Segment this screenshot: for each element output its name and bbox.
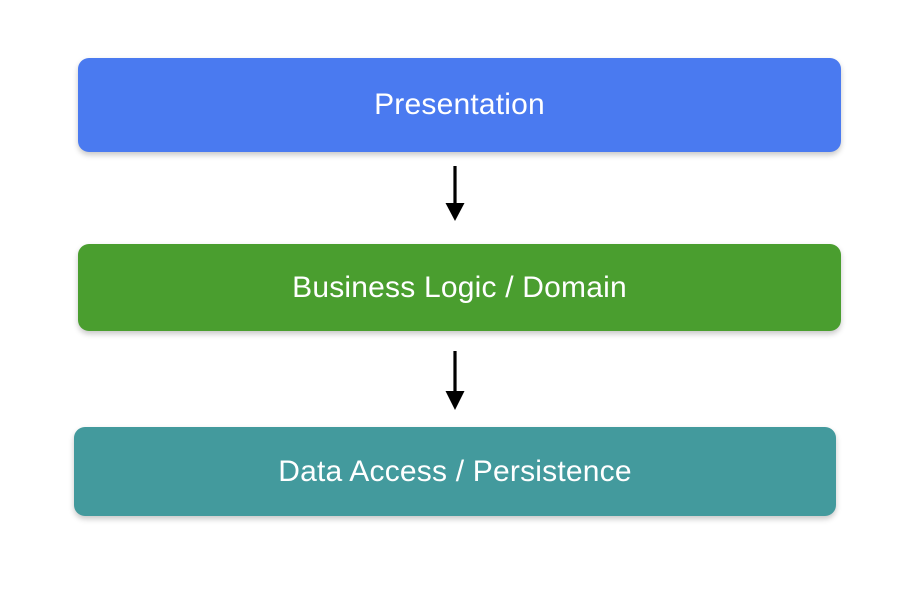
layer-label-data-access: Data Access / Persistence — [278, 454, 632, 488]
layer-box-data-access[interactable]: Data Access / Persistence — [74, 427, 836, 516]
arrow-head — [445, 391, 465, 410]
layer-box-business-logic[interactable]: Business Logic / Domain — [78, 244, 841, 331]
layer-label-business-logic: Business Logic / Domain — [292, 270, 627, 304]
arrow-presentation-to-business-icon — [445, 166, 465, 221]
arrow-head — [445, 203, 465, 221]
layer-box-presentation[interactable]: Presentation — [78, 58, 841, 152]
arrow-business-to-data-icon — [445, 351, 465, 410]
layer-label-presentation: Presentation — [374, 88, 545, 121]
